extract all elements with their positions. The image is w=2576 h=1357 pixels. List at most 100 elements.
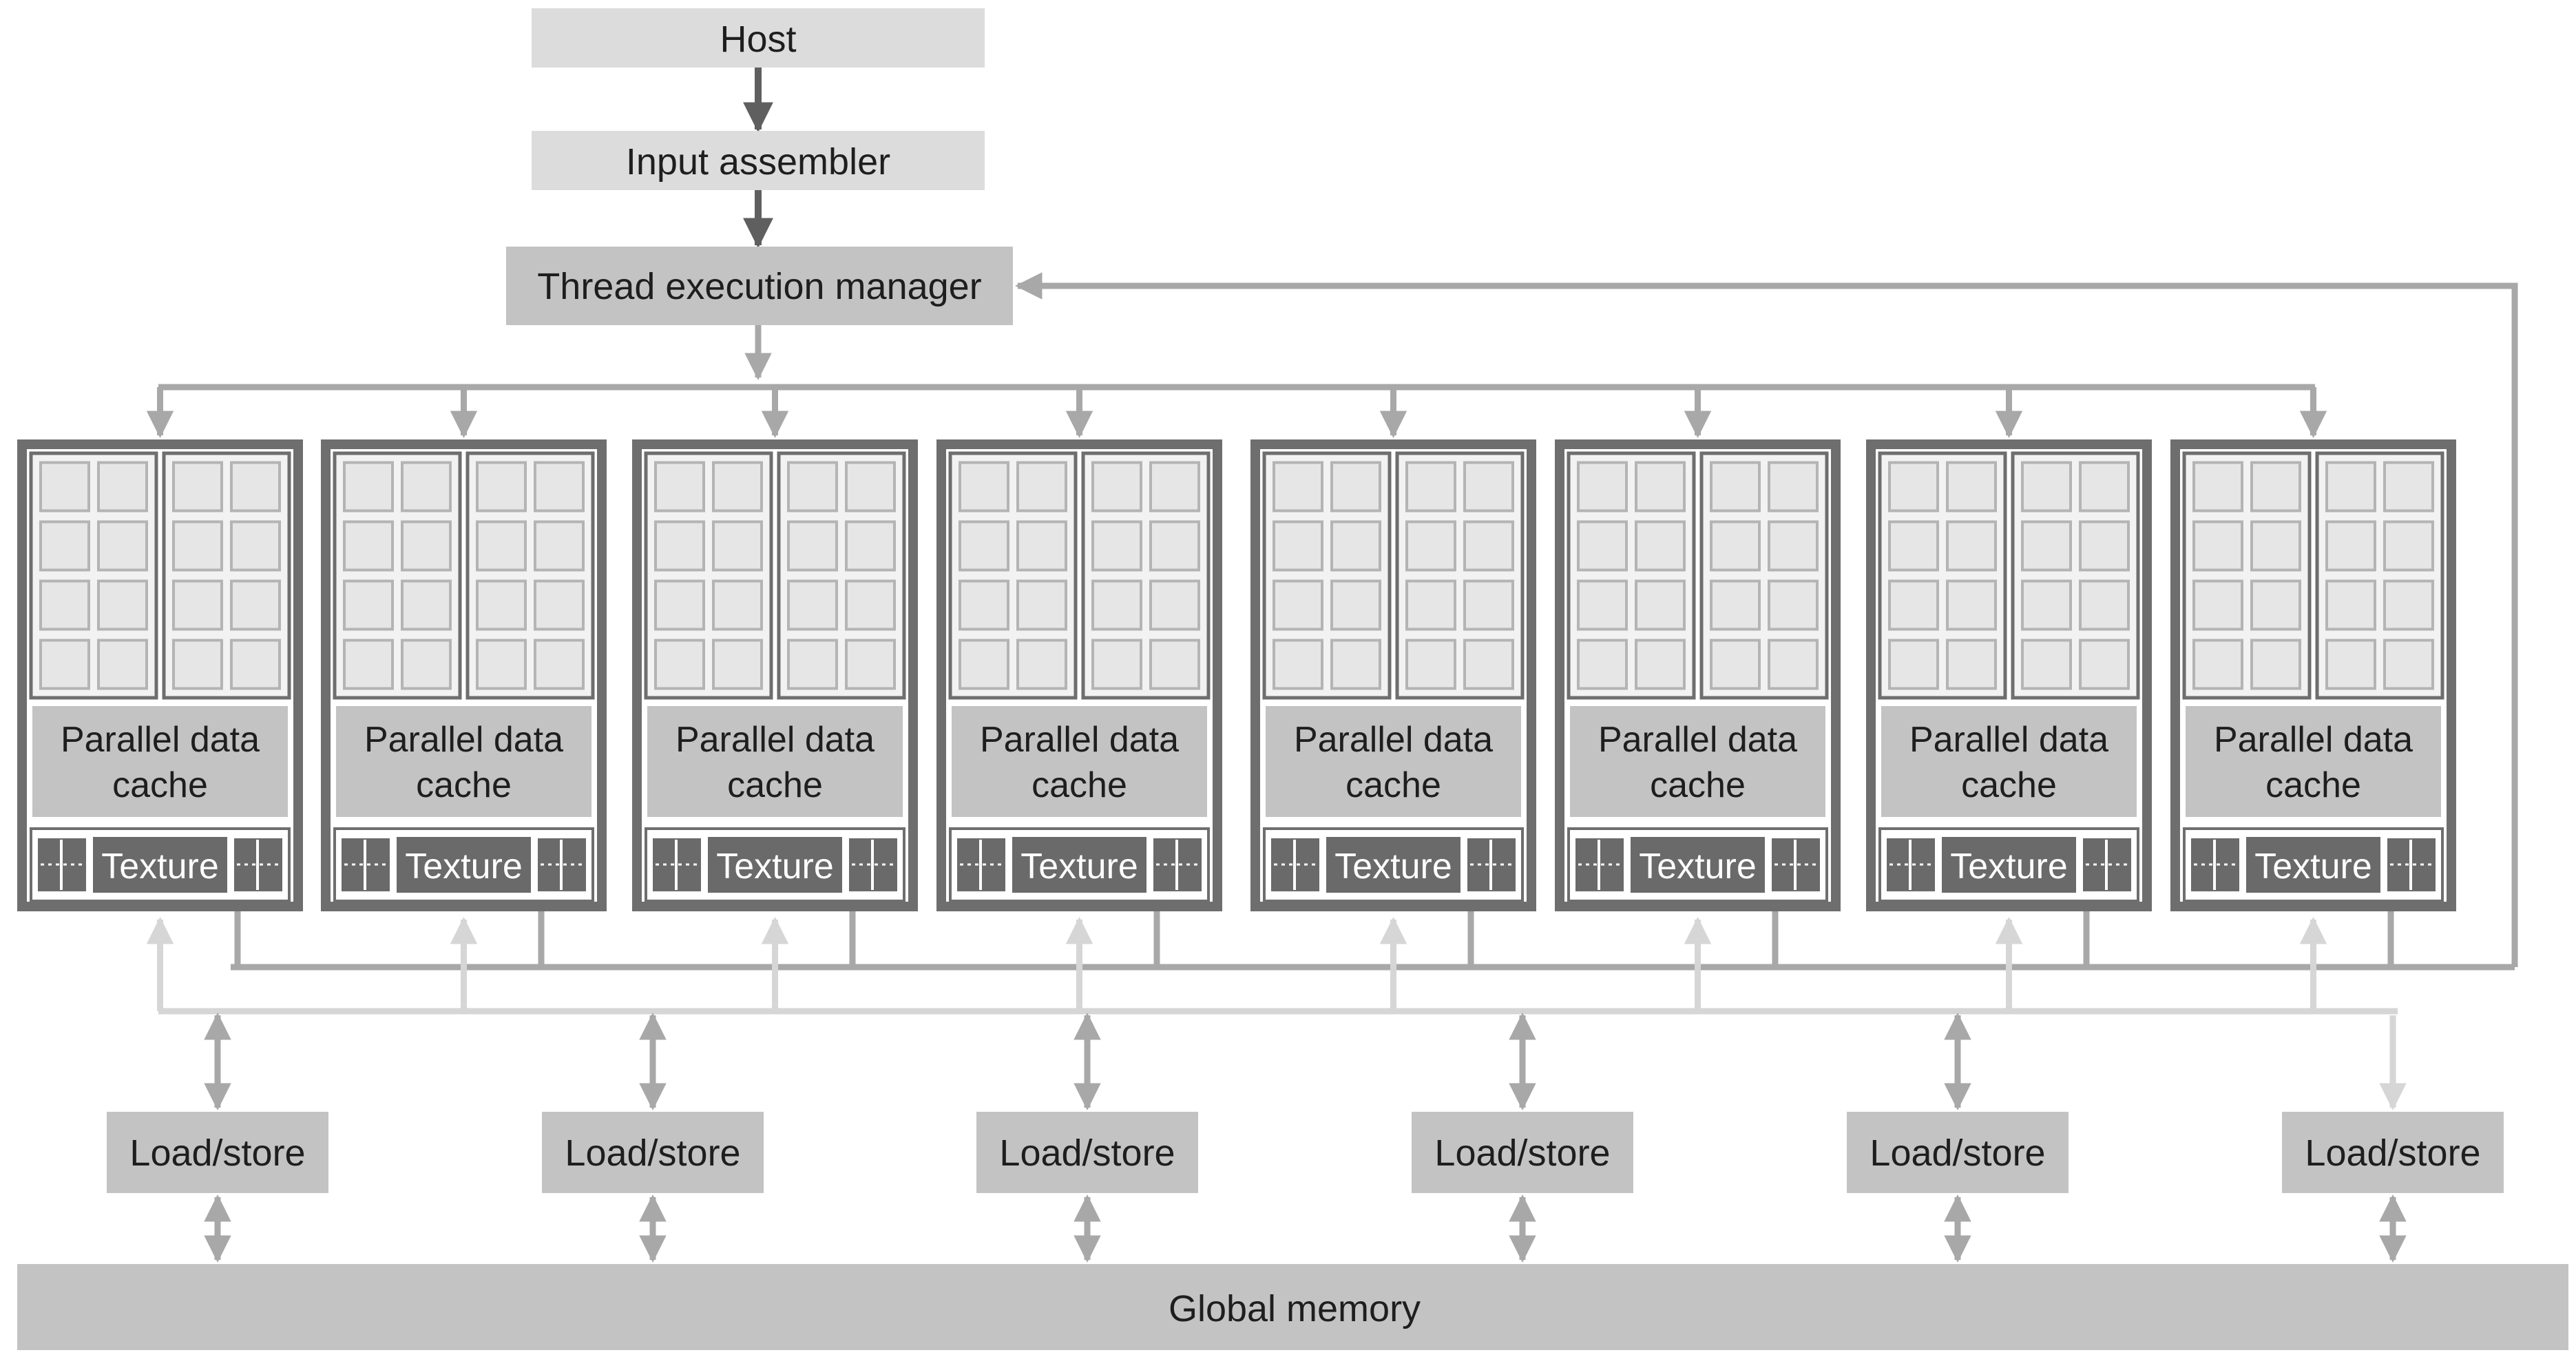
processor-core bbox=[712, 461, 763, 512]
core-cluster bbox=[2315, 451, 2444, 700]
processor-core bbox=[2383, 520, 2434, 572]
processor-core bbox=[959, 579, 1009, 631]
processor-core bbox=[1405, 461, 1456, 512]
texture-label: Texture bbox=[1639, 847, 1757, 887]
load-store-unit: Load/store bbox=[976, 1013, 1198, 1263]
processor-core bbox=[712, 639, 763, 690]
processor-core bbox=[1768, 639, 1819, 690]
processor-core bbox=[787, 461, 838, 512]
processor-core bbox=[787, 639, 838, 690]
processor-core bbox=[1710, 520, 1761, 572]
texture-unit: Texture bbox=[1567, 827, 1828, 902]
processor-core bbox=[654, 579, 705, 631]
processor-core bbox=[1710, 461, 1761, 512]
parallel-data-cache bbox=[2183, 703, 2444, 820]
texture-unit: Texture bbox=[645, 827, 905, 902]
processor-core bbox=[1768, 579, 1819, 631]
processor-core bbox=[1149, 461, 1200, 512]
load-store-array: Load/store Load/store Load/store Load/store… bbox=[107, 1013, 2504, 1263]
processor-core bbox=[1091, 639, 1142, 690]
processor-core bbox=[1946, 520, 1997, 572]
processor-core bbox=[1577, 579, 1628, 631]
processor-core bbox=[2021, 639, 2072, 690]
texture-unit: Texture bbox=[2183, 827, 2444, 902]
processor-core bbox=[845, 520, 896, 572]
core-cluster bbox=[1395, 451, 1525, 700]
processor-core bbox=[1768, 520, 1819, 572]
texture-unit: Texture bbox=[1878, 827, 2139, 902]
thread-execution-manager-label: Thread execution manager bbox=[537, 266, 981, 307]
processor-core bbox=[1463, 639, 1514, 690]
processor-core bbox=[401, 639, 452, 690]
processor-core bbox=[2079, 579, 2130, 631]
processor-core bbox=[1635, 639, 1686, 690]
processor-core bbox=[1091, 461, 1142, 512]
texture-label: Texture bbox=[101, 847, 219, 887]
processor-core bbox=[1463, 461, 1514, 512]
processor-core bbox=[97, 461, 148, 512]
processor-core bbox=[845, 461, 896, 512]
processor-core bbox=[172, 579, 223, 631]
load-store-unit: Load/store bbox=[542, 1013, 764, 1263]
processor-core bbox=[401, 520, 452, 572]
parallel-data-cache bbox=[1878, 703, 2139, 820]
processor-core bbox=[1330, 579, 1381, 631]
processor-core bbox=[2192, 461, 2243, 512]
processor-core bbox=[1149, 639, 1200, 690]
processor-core bbox=[2383, 639, 2434, 690]
core-cluster bbox=[29, 451, 158, 700]
load-store-label: Load/store bbox=[1870, 1132, 2045, 1174]
processor-core bbox=[2325, 579, 2376, 631]
processor-core bbox=[1946, 579, 1997, 631]
processor-core bbox=[1273, 639, 1323, 690]
texture-unit: Texture bbox=[30, 827, 291, 902]
processor-core bbox=[1710, 579, 1761, 631]
processor-core bbox=[2079, 461, 2130, 512]
processor-core bbox=[1577, 639, 1628, 690]
core-cluster bbox=[2011, 451, 2140, 700]
processor-core bbox=[787, 579, 838, 631]
processor-core bbox=[2079, 639, 2130, 690]
parallel-data-cache bbox=[645, 703, 905, 820]
processor-core bbox=[1946, 461, 1997, 512]
processor-core bbox=[1330, 461, 1381, 512]
host-block: Host bbox=[532, 8, 985, 68]
processor-core bbox=[1888, 579, 1939, 631]
processor-core bbox=[1405, 579, 1456, 631]
processor-core bbox=[401, 579, 452, 631]
processor-core bbox=[2250, 639, 2301, 690]
processor-core bbox=[1888, 520, 1939, 572]
processor-core bbox=[343, 520, 394, 572]
processor-core bbox=[1635, 520, 1686, 572]
texture-label: Texture bbox=[1020, 847, 1138, 887]
processor-core bbox=[959, 461, 1009, 512]
core-cluster bbox=[2182, 451, 2312, 700]
processor-core bbox=[2192, 520, 2243, 572]
processor-core bbox=[97, 579, 148, 631]
processor-core bbox=[1330, 520, 1381, 572]
core-cluster bbox=[1699, 451, 1829, 700]
load-store-unit: Load/store bbox=[1412, 1013, 1633, 1263]
processor-core bbox=[1330, 639, 1381, 690]
processor-core bbox=[1405, 520, 1456, 572]
processor-core bbox=[845, 579, 896, 631]
core-cluster bbox=[644, 451, 773, 700]
processor-core bbox=[1091, 520, 1142, 572]
processor-core bbox=[1888, 461, 1939, 512]
processor-core bbox=[2325, 520, 2376, 572]
processor-core bbox=[476, 639, 527, 690]
processor-core bbox=[343, 579, 394, 631]
processor-core bbox=[654, 461, 705, 512]
load-store-unit: Load/store bbox=[1847, 1013, 2069, 1263]
processor-core bbox=[476, 579, 527, 631]
processor-core bbox=[39, 461, 90, 512]
